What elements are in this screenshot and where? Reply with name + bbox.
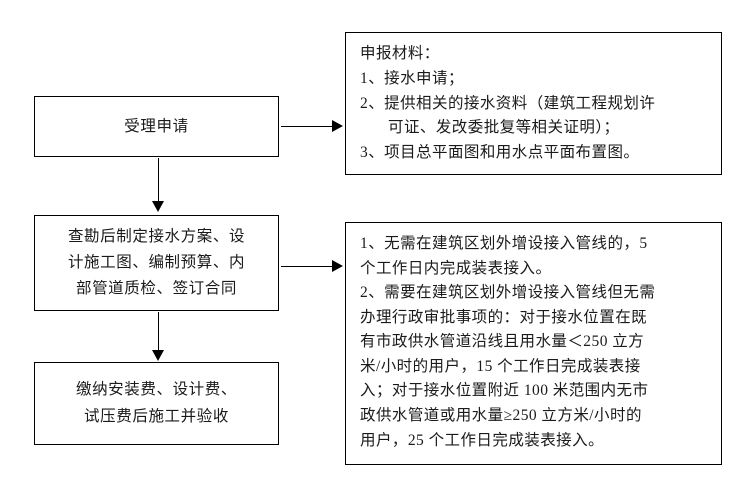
- note-line: 2、提供相关的接水资料（建筑工程规划许: [360, 94, 656, 112]
- note-line: 米/小时的用户，15 个工作日完成装表接: [360, 357, 641, 375]
- note-line: 政供水管道或用水量≥250 立方米/小时的: [360, 406, 642, 424]
- note-line: 3、项目总平面图和用水点平面布置图。: [360, 144, 640, 162]
- arrow-head-down-icon: [151, 201, 164, 212]
- note-line: 有市政供水管道沿线且用水量＜250 立方: [360, 333, 645, 351]
- arrow-shaft: [157, 312, 160, 351]
- note-line: 入；对于接水位置附近 100 米范围内无市: [360, 382, 649, 400]
- process-box-payment-construction-acceptance[interactable]: 缴纳安装费、设计费、 试压费后施工并验收: [34, 362, 279, 445]
- process-box-label: 受理申请: [124, 117, 189, 135]
- note-line: 2、需要在建筑区划外增设接入管线但无需: [360, 284, 656, 302]
- note-line: 申报材料：: [360, 45, 440, 62]
- note-body: 申报材料： 1、接水申请； 2、提供相关的接水资料（建筑工程规划许 可证、发改委…: [360, 42, 711, 166]
- process-box-label: 查勘后制定接水方案、设 计施工图、编制预算、内 部管道质检、签订合同: [67, 228, 246, 297]
- arrow-head-right-icon: [332, 120, 343, 132]
- note-line: 个工作日内完成装表接入。: [360, 259, 552, 277]
- arrow-head-down-icon: [151, 350, 164, 361]
- arrow-shaft: [281, 125, 333, 128]
- process-box-label: 缴纳安装费、设计费、 试压费后施工并验收: [75, 381, 237, 425]
- note-body: 1、无需在建筑区划外增设接入管线的，5 个工作日内完成装表接入。 2、需要在建筑…: [360, 232, 711, 453]
- note-line: 1、接水申请；: [360, 69, 464, 87]
- note-line: 可证、发改委批复等相关证明）；: [388, 119, 620, 137]
- note-box-application-materials[interactable]: 申报材料： 1、接水申请； 2、提供相关的接水资料（建筑工程规划许 可证、发改委…: [345, 32, 722, 175]
- note-line: 用户，25 个工作日完成装表接入。: [360, 431, 605, 449]
- note-line: 1、无需在建筑区划外增设接入管线的，5: [360, 235, 648, 252]
- process-box-survey-design-contract[interactable]: 查勘后制定接水方案、设 计施工图、编制预算、内 部管道质检、签订合同: [34, 215, 279, 311]
- arrow-shaft: [157, 158, 160, 202]
- arrow-head-right-icon: [332, 260, 343, 272]
- process-box-receive-application[interactable]: 受理申请: [34, 96, 279, 157]
- note-line: 办理行政审批事项的：对于接水位置在既: [360, 308, 648, 326]
- note-box-processing-timeframes[interactable]: 1、无需在建筑区划外增设接入管线的，5 个工作日内完成装表接入。 2、需要在建筑…: [345, 222, 722, 465]
- arrow-shaft: [281, 265, 333, 268]
